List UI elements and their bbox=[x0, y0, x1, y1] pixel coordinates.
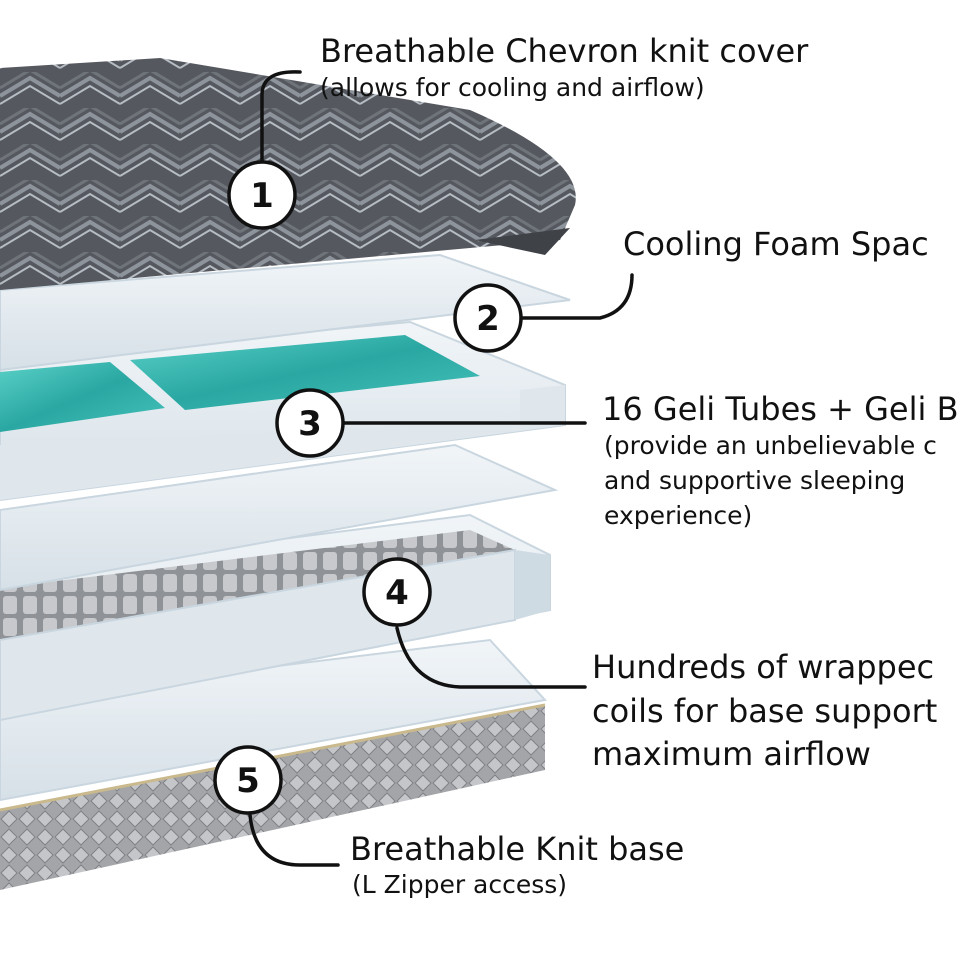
callout-badge-3: 3 bbox=[275, 388, 345, 458]
callout-3-subtitle-line-1: (provide an unbelievable c bbox=[604, 431, 937, 460]
foam-sheet-middle bbox=[0, 443, 559, 592]
foam-board-lower bbox=[0, 638, 547, 802]
callout-4-title-line-2: coils for base support bbox=[592, 692, 937, 730]
callout-badge-1: 1 bbox=[227, 160, 297, 230]
callout-3-title: 16 Geli Tubes + Geli B bbox=[602, 390, 959, 428]
callout-5-title: Breathable Knit base bbox=[350, 830, 684, 868]
callout-2-title: Cooling Foam Spac bbox=[623, 225, 929, 263]
callout-1-subtitle: (allows for cooling and airflow) bbox=[320, 73, 705, 102]
callout-1-title: Breathable Chevron knit cover bbox=[320, 32, 809, 70]
callout-4-title-line-1: Hundreds of wrappec bbox=[592, 648, 934, 686]
callout-5-subtitle: (L Zipper access) bbox=[352, 870, 567, 899]
svg-text:1: 1 bbox=[250, 176, 274, 216]
svg-text:5: 5 bbox=[236, 761, 260, 801]
callout-badge-4: 4 bbox=[362, 557, 432, 627]
callout-badge-2: 2 bbox=[453, 283, 523, 353]
cooling-foam-layer bbox=[0, 253, 571, 372]
svg-text:2: 2 bbox=[476, 299, 500, 339]
callout-4-title-line-3: maximum airflow bbox=[592, 735, 871, 773]
callout-3-subtitle-line-3: experience) bbox=[604, 501, 752, 530]
leader-line-4 bbox=[395, 626, 587, 689]
svg-text:3: 3 bbox=[298, 404, 322, 444]
svg-text:4: 4 bbox=[385, 573, 409, 613]
callout-badge-5: 5 bbox=[213, 745, 283, 815]
callout-3-subtitle-line-2: and supportive sleeping bbox=[604, 466, 905, 495]
leader-line-5 bbox=[248, 813, 340, 867]
leader-line-1 bbox=[260, 70, 302, 167]
leader-line-2 bbox=[520, 273, 634, 320]
